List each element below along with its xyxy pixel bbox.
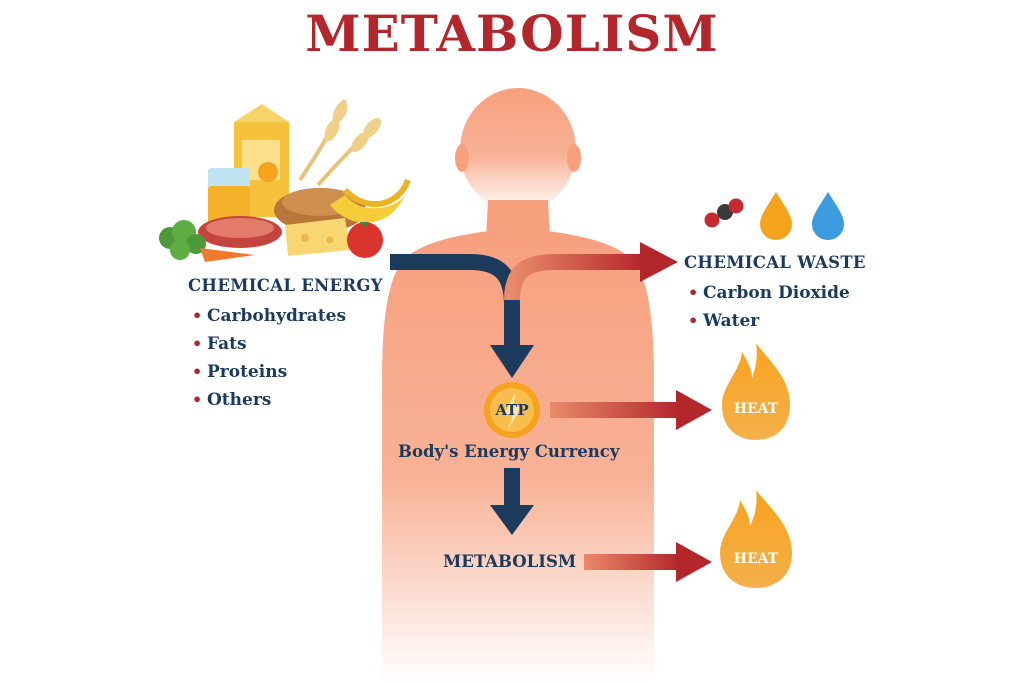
page-title: METABOLISM	[305, 4, 719, 63]
list-item: •Carbohydrates	[192, 306, 347, 326]
atp-caption: Body's Energy Currency	[398, 442, 620, 461]
water-drop-icon	[812, 192, 844, 240]
atp-to-metabolism-arrow	[490, 468, 534, 535]
chemical-waste-heading: CHEMICAL WASTE	[684, 253, 866, 272]
atp-label: ATP	[495, 401, 529, 419]
heat-label: HEAT	[733, 551, 779, 567]
orange-drop-icon	[760, 192, 792, 240]
carbon-dioxide-molecule-icon	[704, 198, 744, 228]
atp-icon	[484, 382, 540, 438]
lightning-icon	[504, 392, 522, 430]
chemical-energy-heading: CHEMICAL ENERGY	[188, 276, 383, 295]
chemical-waste-list: •Carbon Dioxide •Water	[688, 279, 850, 335]
flame-icon	[720, 490, 792, 588]
food-group-icon	[159, 99, 411, 262]
heat-label: HEAT	[733, 401, 779, 417]
list-item: •Fats	[192, 334, 247, 354]
list-item: •Carbon Dioxide	[688, 283, 850, 303]
energy-input-arrow	[390, 254, 534, 378]
metabolism-label: METABOLISM	[443, 552, 577, 571]
list-item: •Water	[688, 311, 760, 331]
flame-icon	[722, 343, 790, 440]
atp-heat-arrow	[550, 390, 712, 430]
chemical-energy-list: •Carbohydrates •Fats •Proteins •Others	[192, 302, 346, 414]
list-item: •Others	[192, 390, 272, 410]
metabolism-heat-arrow	[584, 542, 712, 582]
list-item: •Proteins	[192, 362, 288, 382]
waste-arrow	[504, 242, 678, 301]
